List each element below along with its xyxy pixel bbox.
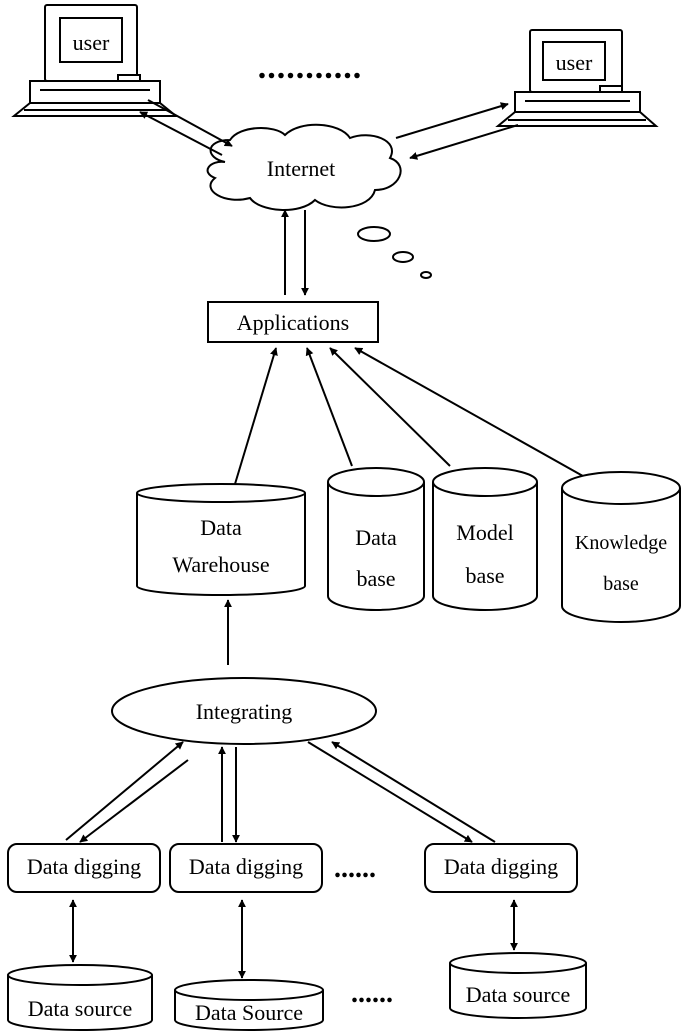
applications-box — [207, 301, 379, 343]
arrow-knowledgebase-to-applications — [354, 347, 591, 481]
data-warehouse-cylinder — [136, 483, 306, 596]
thought-bubble-small — [420, 271, 432, 279]
warehouse-line2: Warehouse — [172, 552, 269, 577]
middle-data-source-label: Data Source — [195, 1000, 303, 1025]
arrow-database-to-applications — [305, 347, 353, 467]
left-data-source-cylinder — [7, 964, 153, 1031]
thought-bubble-large — [357, 226, 391, 242]
database-line1: Data — [355, 525, 397, 550]
left-data-source-label: Data source — [28, 996, 132, 1021]
source-ellipsis: ...... — [351, 978, 393, 1009]
database-line2: base — [356, 566, 395, 591]
left-computer-icon — [11, 4, 179, 117]
top-ellipsis: ........... — [258, 49, 363, 86]
right-user-label: user — [556, 50, 593, 75]
applications-label: Applications — [237, 310, 349, 335]
modelbase-cylinder — [432, 467, 538, 611]
internet-label: Internet — [267, 156, 335, 181]
knowledgebase-line2: base — [603, 573, 639, 595]
knowledgebase-cylinder — [561, 471, 681, 623]
arrow-internet-to-right-user — [395, 102, 509, 139]
right-data-source-label: Data source — [466, 982, 570, 1007]
modelbase-line1: Model — [456, 520, 513, 545]
arrow-warehouse-to-applications — [234, 347, 278, 485]
database-cylinder — [327, 467, 425, 611]
integrating-label: Integrating — [196, 699, 293, 724]
arrow-left-user-to-internet — [139, 111, 223, 156]
arrow-modelbase-to-applications — [329, 347, 451, 467]
left-data-digging-box — [7, 843, 161, 893]
integrating-ellipse — [111, 677, 377, 745]
arrow-left-digging-to-integrating — [65, 741, 184, 841]
right-data-digging-box — [424, 843, 578, 893]
knowledgebase-line1: Knowledge — [575, 532, 667, 554]
arrow-integrating-to-left-digging — [79, 759, 189, 843]
middle-data-digging-box — [169, 843, 323, 893]
internet-cloud-icon — [206, 123, 402, 211]
left-data-digging-label: Data digging — [27, 854, 141, 879]
modelbase-line2: base — [465, 563, 504, 588]
arrow-integrating-to-right-digging — [307, 741, 473, 843]
warehouse-line1: Data — [200, 515, 242, 540]
arrow-right-user-to-internet — [409, 124, 519, 160]
right-data-source-cylinder — [449, 952, 587, 1019]
middle-data-digging-label: Data digging — [189, 854, 303, 879]
right-computer-icon — [495, 29, 659, 127]
arrow-left-internet-to-user — [147, 99, 233, 147]
right-data-digging-label: Data digging — [444, 854, 558, 879]
digging-ellipsis: ...... — [334, 853, 376, 884]
middle-data-source-cylinder — [174, 979, 324, 1031]
arrow-right-digging-to-integrating — [331, 741, 496, 843]
left-user-label: user — [73, 30, 110, 55]
thought-bubble-medium — [392, 251, 414, 263]
